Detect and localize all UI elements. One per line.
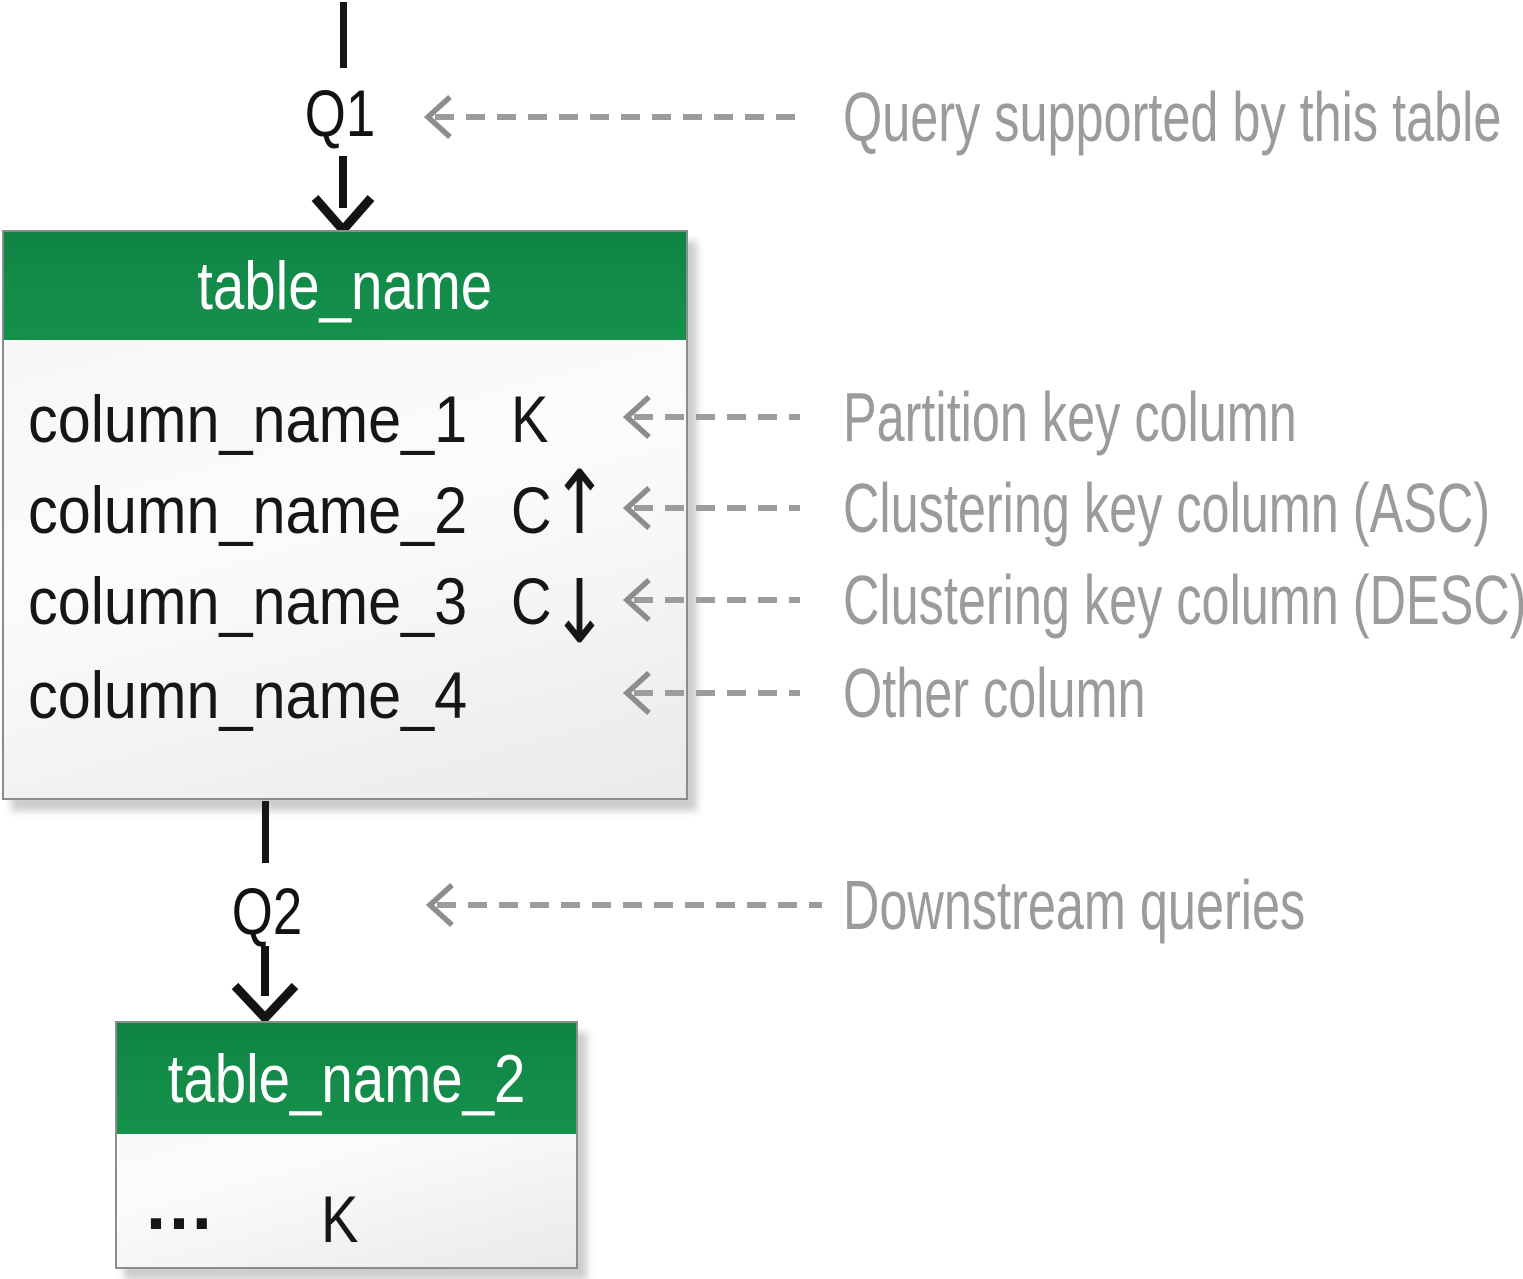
annotation-clustering-asc: Clustering key column (ASC) bbox=[843, 469, 1491, 547]
annotation-arrow-icon bbox=[424, 95, 803, 139]
table_name-header: table_name bbox=[4, 232, 686, 340]
table_name-body: column_name_1 K column_name_2 C ↑ column… bbox=[4, 340, 686, 796]
desc-arrow-icon: ↓ bbox=[550, 560, 609, 663]
q1-incoming-line bbox=[340, 2, 347, 68]
clustering-key-badge: C bbox=[511, 473, 552, 547]
annotation-arrow-icon bbox=[623, 395, 800, 439]
q2-text: Q2 bbox=[231, 874, 303, 948]
table-row: column_name_1 K bbox=[4, 374, 686, 464]
more-columns-ellipsis: … bbox=[143, 1165, 215, 1245]
table_name_2-title: table_name_2 bbox=[167, 1040, 526, 1117]
partition-key-badge: K bbox=[511, 382, 549, 456]
annotation-downstream-queries: Downstream queries bbox=[843, 866, 1306, 944]
table-row: column_name_4 bbox=[4, 650, 686, 740]
column-name: column_name_1 bbox=[28, 382, 468, 456]
q1-text: Q1 bbox=[304, 76, 376, 150]
table-table_name_2: table_name_2 … K bbox=[115, 1021, 578, 1269]
q2-incoming-line bbox=[262, 801, 269, 863]
column-name: column_name_4 bbox=[28, 658, 468, 732]
table-table_name: table_name column_name_1 K column_name_2… bbox=[2, 230, 688, 800]
column-name: column_name_2 bbox=[28, 473, 468, 547]
annotation-clustering-desc: Clustering key column (DESC) bbox=[843, 561, 1523, 639]
table-row: column_name_3 C ↓ bbox=[4, 556, 686, 657]
query-label-q1: Q1 bbox=[280, 80, 400, 146]
table-row: … K bbox=[117, 1165, 576, 1264]
asc-arrow-icon: ↑ bbox=[550, 451, 609, 554]
table_name_2-body: … K bbox=[117, 1134, 576, 1265]
q1-down-arrow-icon bbox=[311, 156, 375, 234]
annotation-arrow-icon bbox=[623, 671, 800, 715]
annotation-arrow-icon bbox=[623, 578, 800, 622]
table_name_2-header: table_name_2 bbox=[117, 1023, 576, 1134]
table-row: column_name_2 C ↑ bbox=[4, 458, 686, 555]
annotation-arrow-icon bbox=[426, 883, 822, 927]
clustering-key-badge: C bbox=[511, 564, 552, 638]
annotation-arrow-icon bbox=[623, 486, 800, 530]
annotation-other-column: Other column bbox=[843, 654, 1146, 732]
annotation-partition-key: Partition key column bbox=[843, 378, 1297, 456]
q2-down-arrow-icon bbox=[231, 946, 299, 1022]
column-name: column_name_3 bbox=[28, 564, 468, 638]
partition-key-badge: K bbox=[321, 1182, 359, 1256]
annotation-query-supported: Query supported by this table bbox=[843, 78, 1502, 156]
query-label-q2: Q2 bbox=[207, 878, 327, 944]
table_name-title: table_name bbox=[197, 248, 493, 324]
